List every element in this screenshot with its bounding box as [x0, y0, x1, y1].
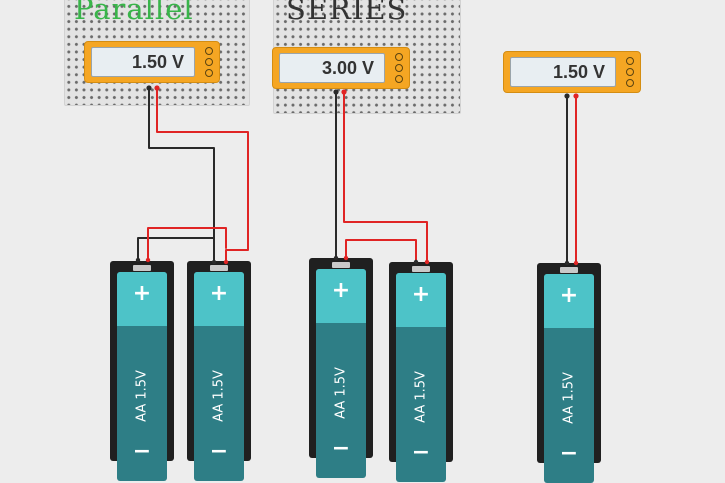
- battery-terminal: [560, 267, 578, 273]
- probe-connector[interactable]: [573, 93, 579, 99]
- battery-connector[interactable]: [573, 260, 579, 266]
- battery-cap: [316, 269, 366, 323]
- multimeter-series[interactable]: 3.00 V: [272, 47, 410, 89]
- wire-positive[interactable]: [156, 87, 249, 263]
- probe-connector[interactable]: [333, 89, 339, 95]
- battery-connector[interactable]: [413, 259, 419, 265]
- battery-cap: [396, 273, 446, 327]
- battery-cap: [544, 274, 594, 328]
- voltage-reading: 3.00 V: [321, 57, 374, 78]
- probe-connector[interactable]: [146, 85, 152, 91]
- voltage-reading: 1.50 V: [131, 51, 184, 72]
- mode-knob-icon[interactable]: [395, 64, 403, 72]
- mode-knob-icon[interactable]: [626, 57, 634, 65]
- battery-cap: [117, 272, 167, 326]
- plus-icon: +: [331, 278, 351, 303]
- aa-battery: + AA 1.5V −: [316, 269, 366, 478]
- aa-battery: + AA 1.5V −: [117, 272, 167, 481]
- multimeter-parallel[interactable]: 1.50 V: [84, 41, 220, 83]
- battery-holder-single[interactable]: + AA 1.5V −: [537, 263, 601, 483]
- mode-knob-icon[interactable]: [205, 47, 213, 55]
- probe-connector[interactable]: [564, 93, 570, 99]
- probe-connector[interactable]: [154, 85, 160, 91]
- battery-connector[interactable]: [564, 260, 570, 266]
- battery-connector[interactable]: [145, 257, 151, 263]
- battery-holder-series-2[interactable]: + AA 1.5V −: [389, 262, 453, 482]
- battery-cap: [194, 272, 244, 326]
- multimeter-display: 1.50 V: [91, 47, 195, 77]
- plus-icon: +: [559, 283, 579, 308]
- battery-connector[interactable]: [223, 259, 229, 265]
- multimeter-display: 3.00 V: [279, 53, 385, 83]
- battery-holder-series-1[interactable]: + AA 1.5V −: [309, 258, 373, 478]
- series-annotation: SERIES: [286, 0, 408, 26]
- mode-knob-icon[interactable]: [626, 68, 634, 76]
- wire-positive[interactable]: [147, 227, 227, 261]
- plus-icon: +: [132, 281, 152, 306]
- plus-icon: +: [411, 282, 431, 307]
- probe-connector[interactable]: [341, 89, 347, 95]
- battery-terminal: [210, 265, 228, 271]
- wire-positive[interactable]: [343, 91, 428, 263]
- wire-negative[interactable]: [148, 87, 215, 263]
- battery-connector[interactable]: [424, 259, 430, 265]
- multimeter-display: 1.50 V: [510, 57, 616, 87]
- parallel-annotation: Parallel: [74, 0, 194, 26]
- battery-terminal: [133, 265, 151, 271]
- battery-connector[interactable]: [343, 255, 349, 261]
- mode-knob-icon[interactable]: [205, 58, 213, 66]
- wires-layer: [135, 85, 579, 266]
- battery-connector[interactable]: [333, 255, 339, 261]
- multimeter-single[interactable]: 1.50 V: [503, 51, 641, 93]
- mode-knob-icon[interactable]: [395, 75, 403, 83]
- mode-knob-icon[interactable]: [205, 69, 213, 77]
- voltage-reading: 1.50 V: [552, 61, 605, 82]
- plus-icon: +: [209, 281, 229, 306]
- wire-positive[interactable]: [345, 239, 417, 263]
- battery-holder-parallel-2[interactable]: + AA 1.5V −: [187, 261, 251, 481]
- mode-knob-icon[interactable]: [395, 53, 403, 61]
- battery-holder-parallel-1[interactable]: + AA 1.5V −: [110, 261, 174, 481]
- battery-terminal: [412, 266, 430, 272]
- battery-connector[interactable]: [135, 257, 141, 263]
- wire-negative[interactable]: [137, 237, 215, 261]
- battery-terminal: [332, 262, 350, 268]
- aa-battery: + AA 1.5V −: [396, 273, 446, 482]
- aa-battery: + AA 1.5V −: [194, 272, 244, 481]
- mode-knob-icon[interactable]: [626, 79, 634, 87]
- battery-connector[interactable]: [211, 259, 217, 265]
